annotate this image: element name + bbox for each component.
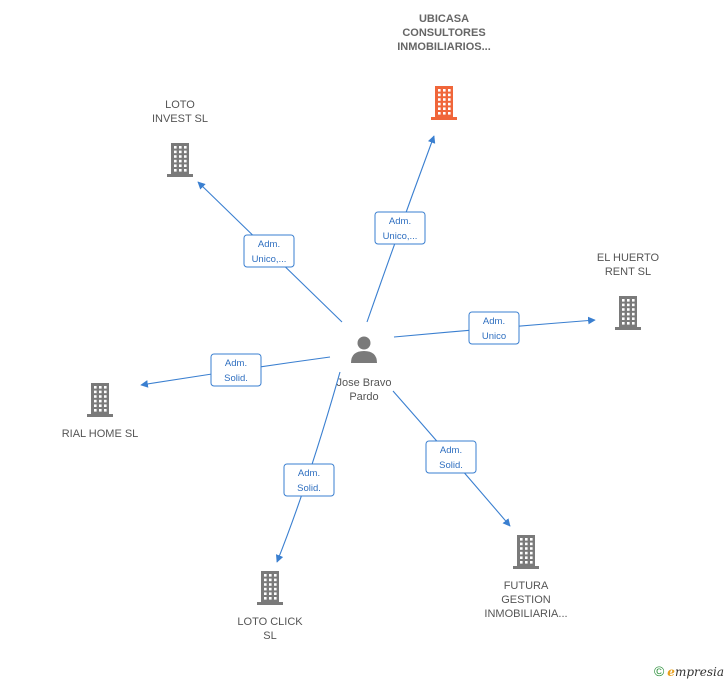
company-name-futura-line: GESTION [501,594,551,606]
edge-loto-invest[interactable]: Adm. Unico,... [197,181,343,323]
edge-el-huerto[interactable]: Adm. Unico [393,311,596,345]
role-label: Adm. Unico [482,316,506,342]
role-label: Adm. Solid. [224,358,248,384]
role-label-line: Solid. [439,460,463,471]
role-box [374,211,426,245]
empresia-brand: ©empresia [654,663,724,679]
company-name-ubicasa-line: UBICASA [419,13,469,25]
role-label-line: Adm. [389,216,411,227]
role-label-line: Solid. [224,373,248,384]
company-name-loto-invest-line: LOTO [165,99,195,111]
role-label-line: Adm. [483,316,505,327]
company-name-futura-line: FUTURA [504,580,549,592]
role-box [210,353,262,387]
company-name-rial-home-line: RIAL HOME SL [62,428,139,440]
role-label-line: Adm. [440,445,462,456]
role-label: Adm. Unico,... [383,216,418,242]
company-name-el-huerto-line: EL HUERTO [597,252,660,264]
role-label-line: Adm. [258,239,280,250]
role-box [425,440,477,474]
edge-futura[interactable]: Adm. Solid. [392,390,511,527]
company-name-el-huerto: EL HUERTO RENT SL [597,252,660,278]
company-name-rial-home: RIAL HOME SL [62,428,139,440]
building-icon[interactable] [87,383,113,417]
building-icon[interactable] [513,535,539,569]
brand-name: mpresia [674,665,724,679]
role-label-line: Unico [482,331,506,342]
building-icon[interactable] [167,143,193,177]
company-name-ubicasa-line: CONSULTORES [402,27,485,39]
role-label-line: Unico,... [252,254,287,265]
role-label: Adm. Unico,... [252,239,287,265]
person-icon[interactable] [351,336,377,364]
role-label-line: Adm. [225,358,247,369]
brand-initial: e [667,665,675,679]
role-label: Adm. Solid. [439,445,463,471]
copyright-icon: © [653,663,665,679]
edge-rial-home[interactable]: Adm. Solid. [140,353,331,388]
company-name-ubicasa-line: INMOBILIARIOS... [397,41,491,53]
company-name-loto-click-line: SL [263,630,276,642]
company-name-futura-line: INMOBILIARIA... [484,608,567,620]
person-name-line: Jose Bravo [336,377,391,389]
company-name-loto-invest: LOTO INVEST SL [152,99,208,125]
company-name-el-huerto-line: RENT SL [605,266,651,278]
role-label: Adm. Solid. [297,468,321,494]
edge-loto-click[interactable]: Adm. Solid. [275,371,341,563]
company-name-loto-click: LOTO CLICK SL [237,616,303,642]
building-icon[interactable] [615,296,641,330]
company-name-futura: FUTURA GESTION INMOBILIARIA... [484,580,567,620]
company-name-loto-invest-line: INVEST SL [152,113,208,125]
edge-ubicasa[interactable]: Adm. Unico,... [366,135,436,323]
company-name-ubicasa: UBICASA CONSULTORES INMOBILIARIOS... [397,13,491,53]
role-box [468,311,520,345]
role-label-line: Adm. [298,468,320,479]
building-icon[interactable] [257,571,283,605]
person-name-line: Pardo [349,391,378,403]
role-box [283,463,335,497]
role-box [243,234,295,268]
building-icon[interactable] [431,86,457,120]
company-name-loto-click-line: LOTO CLICK [237,616,303,628]
role-label-line: Solid. [297,483,321,494]
role-label-line: Unico,... [383,231,418,242]
